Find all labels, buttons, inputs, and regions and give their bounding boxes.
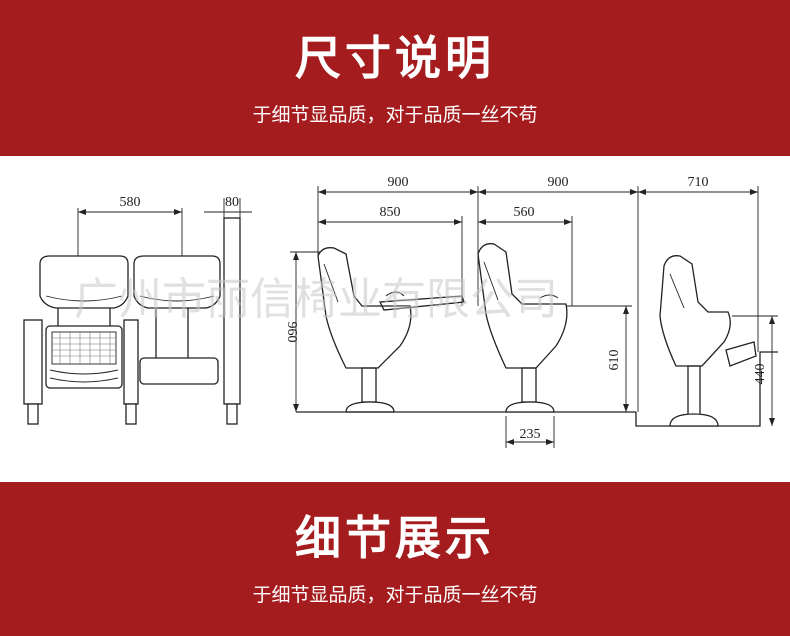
dim-560: 560 — [514, 205, 535, 220]
front-view: 580 80 — [23, 195, 252, 425]
company-watermark: 广州市丽信椅业有限公司 — [74, 274, 558, 325]
chair-technical-drawing: 580 80 — [23, 175, 778, 448]
top-banner: 尺寸说明 于细节显品质，对于品质一丝不苟 — [0, 0, 790, 156]
side-view-folded: 900 560 610 235 — [477, 175, 639, 448]
bottom-banner: 细节展示 于细节显品质，对于品质一丝不苟 — [0, 482, 790, 636]
section-subtitle-dimensions: 于细节显品质，对于品质一丝不苟 — [252, 104, 538, 126]
dim-710: 710 — [688, 175, 709, 190]
dim-580: 580 — [120, 195, 141, 210]
section-title-dimensions: 尺寸说明 — [295, 31, 495, 85]
section-title-details: 细节展示 — [295, 511, 495, 565]
side-view-tablet: 900 850 960 — [284, 175, 636, 413]
side-view-step: 710 440 — [635, 175, 778, 427]
dim-900-a: 900 — [388, 175, 409, 190]
dim-235: 235 — [520, 427, 541, 442]
dim-900-b: 900 — [548, 175, 569, 190]
dim-610: 610 — [607, 350, 622, 371]
section-subtitle-details: 于细节显品质，对于品质一丝不苟 — [252, 584, 538, 606]
dim-850: 850 — [380, 205, 401, 220]
dim-960: 960 — [284, 322, 299, 343]
dimension-drawing: 580 80 — [0, 156, 790, 482]
dim-80: 80 — [225, 195, 239, 210]
dim-440: 440 — [753, 364, 768, 385]
